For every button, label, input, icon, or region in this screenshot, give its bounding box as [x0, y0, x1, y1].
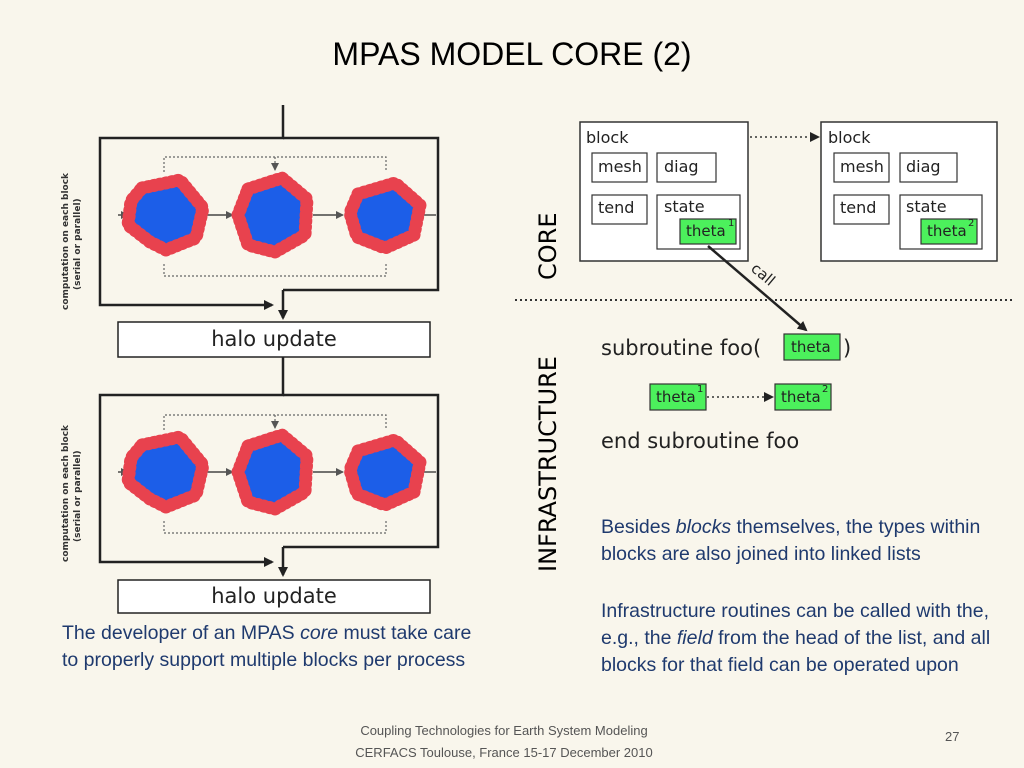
footer-line-1: Coupling Technologies for Earth System M… — [360, 723, 648, 738]
block-label: block — [586, 128, 629, 147]
diag-box — [899, 152, 958, 183]
superscript-2: 2 — [968, 218, 974, 229]
left-text-emphasis: core — [300, 622, 339, 644]
block-box-2: block mesh diag tend state theta 2 — [820, 121, 998, 262]
subroutine-close-label: ) — [843, 336, 851, 360]
computation-section-top: computation on each block (serial or par… — [61, 105, 440, 320]
left-paragraph: The developer of an MPAS core must take … — [62, 620, 482, 674]
right2-text-emphasis: field — [676, 627, 713, 649]
right-diagram: CORE INFRASTRUCTURE block mesh diag tend… — [515, 121, 1015, 572]
left-text-part: The developer of an MPAS — [62, 622, 301, 644]
diag-label: diag — [664, 157, 699, 176]
side-label-bottom: computation on each block (serial or par… — [61, 422, 83, 562]
state-label: state — [906, 197, 947, 216]
theta-label: theta — [927, 222, 967, 240]
theta-arg-box — [783, 333, 841, 361]
block-cell — [343, 176, 427, 255]
block-cell — [121, 430, 210, 514]
tend-label: tend — [598, 198, 634, 217]
right1-text-emphasis: blocks — [675, 516, 732, 538]
infrastructure-label: INFRASTRUCTURE — [534, 356, 562, 572]
subroutine-open-label: subroutine foo( — [601, 336, 761, 360]
left-text-part: must take care to properly support multi… — [62, 622, 472, 671]
mesh-box — [591, 152, 648, 183]
side-label-top: computation on each block (serial or par… — [61, 170, 83, 310]
superscript-1: 1 — [697, 384, 703, 395]
theta-arg-label: theta — [791, 338, 831, 356]
theta-field-box — [679, 218, 737, 245]
halo-update-box-1: halo update — [117, 321, 431, 358]
end-subroutine-label: end subroutine foo — [601, 429, 799, 453]
theta-label: theta — [686, 222, 726, 240]
state-label: state — [664, 197, 705, 216]
diag-label: diag — [906, 157, 941, 176]
superscript-1: 1 — [728, 218, 734, 229]
tend-label: tend — [840, 198, 876, 217]
right2-text-part: Infrastructure routines can be called wi… — [601, 600, 990, 649]
right1-text-part: themselves, the types within blocks are … — [601, 516, 981, 565]
mesh-label: mesh — [840, 157, 884, 176]
theta-list-box-1 — [649, 383, 707, 411]
block-cell — [231, 428, 314, 516]
tend-box — [591, 194, 648, 225]
right2-text-part: from the head of the list, and all block… — [601, 627, 991, 676]
block-cell — [231, 171, 314, 259]
mesh-box — [833, 152, 890, 183]
block-cell — [121, 173, 210, 257]
slide-title: MPAS MODEL CORE (2) — [332, 36, 692, 72]
right-paragraph-2: Infrastructure routines can be called wi… — [601, 598, 1001, 679]
block-cell — [343, 433, 427, 512]
halo-update-label: halo update — [211, 584, 337, 608]
left-diagram: computation on each block (serial or par… — [61, 105, 440, 614]
computation-section-bottom: computation on each block (serial or par… — [61, 366, 440, 577]
footer-line-2: CERFACS Toulouse, France 15-17 December … — [355, 745, 653, 760]
block-label: block — [828, 128, 871, 147]
block-box-1: block mesh diag tend state theta 1 — [579, 121, 749, 262]
right1-text-part: Besides — [601, 516, 676, 538]
right-paragraph-1: Besides blocks themselves, the types wit… — [601, 514, 1001, 568]
theta-field-box — [920, 218, 978, 245]
theta-label: theta — [781, 388, 821, 406]
superscript-2: 2 — [822, 384, 828, 395]
page-number: 27 — [945, 729, 960, 744]
mesh-label: mesh — [598, 157, 642, 176]
theta-label: theta — [656, 388, 696, 406]
tend-box — [833, 194, 890, 225]
halo-update-label: halo update — [211, 327, 337, 351]
diag-box — [656, 152, 717, 183]
core-label: CORE — [534, 213, 562, 281]
theta-list-box-2 — [774, 383, 832, 411]
halo-update-box-2: halo update — [117, 579, 431, 614]
